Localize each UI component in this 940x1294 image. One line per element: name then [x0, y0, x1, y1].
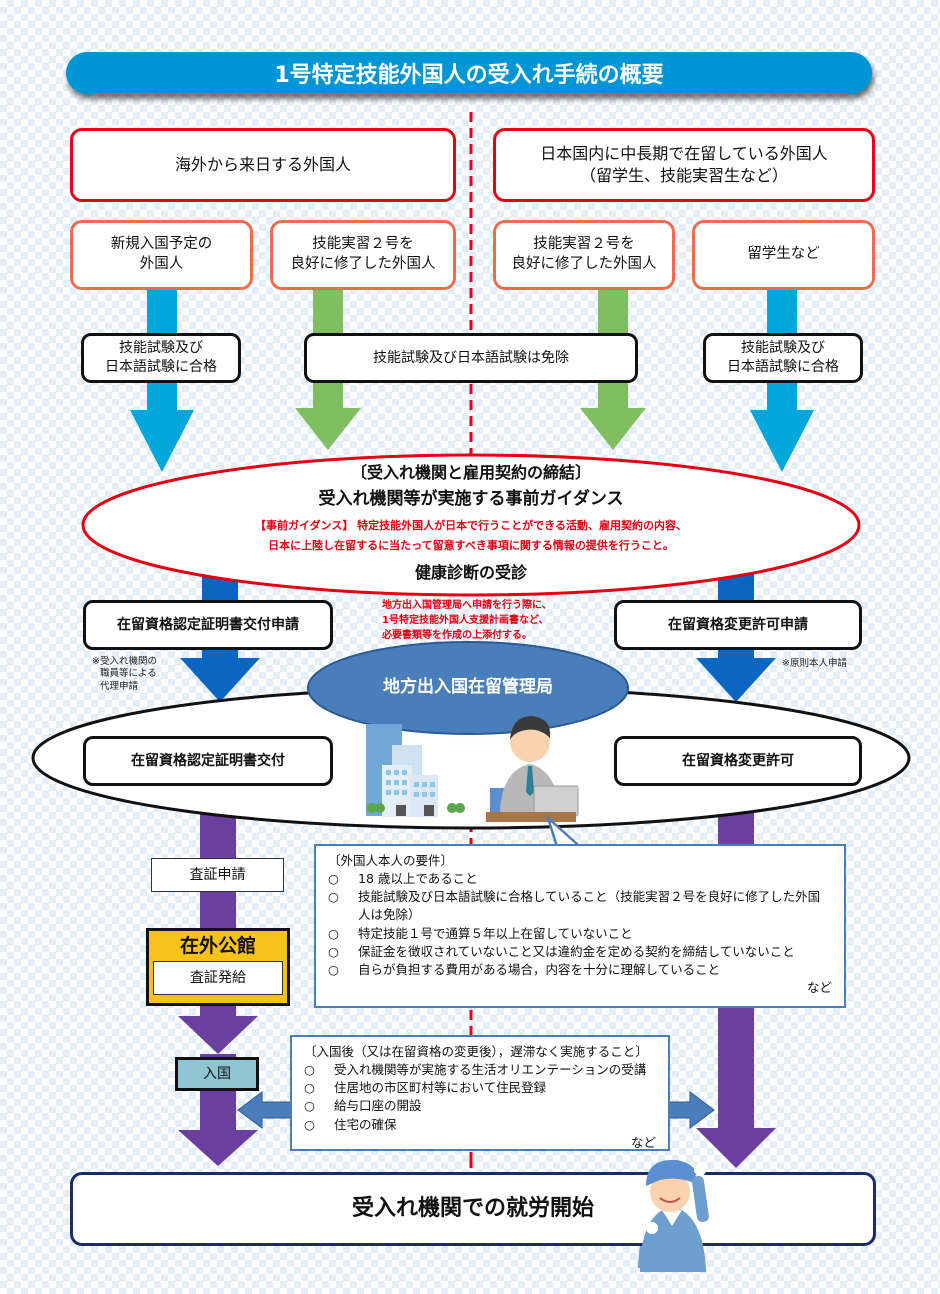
circle-bullet-icon: ○ [328, 871, 339, 887]
circle-bullet-icon: ○ [304, 1062, 315, 1078]
page-title: 1号特定技能外国人の受入れ手続の概要 [66, 52, 872, 94]
after-entry-list: ○ 受入れ機関等が実施する生活オリエンテーションの受講 ○ 住居地の市区町村等において… [304, 1061, 656, 1134]
employment-start-label: 受入れ機関での就労開始 [351, 1196, 594, 1222]
exam-exempt: 技能試験及び日本語試験は免除 [304, 333, 638, 383]
exam-pass-left: 技能試験及び 日本語試験に合格 [81, 333, 241, 383]
exam-line1: 技能試験及び [741, 340, 825, 357]
list-item-text: 18 歳以上であること [358, 871, 478, 887]
category-line1: 技能実習２号を [533, 236, 635, 253]
bureau-name-ellipse [307, 641, 629, 735]
category-students: 留学生など [692, 220, 875, 290]
note-line: 代理申請 [100, 680, 139, 692]
entry-label: 入国 [203, 1065, 231, 1082]
change-permitted-label: 在留資格変更許可 [682, 752, 794, 769]
category-line2: 良好に修了した外国人 [290, 256, 436, 272]
after-entry-etc: など [630, 1134, 656, 1150]
category-line2: 外国人 [139, 256, 184, 272]
category-new-entry: 新規入国予定の 外国人 [70, 220, 253, 290]
header-domestic: 日本国内に中長期で在留している外国人 （留学生、技能実習生など） [493, 128, 875, 202]
list-item-text: 技能試験及び日本語試験に合格していること（技能実習２号を良好に修了した外国人は免… [358, 889, 821, 923]
self-application-note: ※原則本人申請 [782, 658, 847, 669]
circle-bullet-icon: ○ [304, 1098, 315, 1114]
guidance-detail-line1: 【事前ガイダンス】 特定技能外国人が日本で行うことができる活動、雇用契約の内容、 [255, 519, 687, 532]
header-domestic-line2: （留学生、技能実習生など） [579, 166, 788, 185]
circle-bullet-icon: ○ [328, 889, 339, 905]
note-line: ※受入れ機関の [92, 656, 157, 667]
submission-note: 地方出入国管理局へ申請を行う際に、 1号特定技能外国人支援計画書など、 必要書類… [382, 598, 552, 643]
visa-application-label: 査証申請 [189, 866, 246, 883]
coe-issued: 在留資格認定証明書交付 [83, 736, 333, 786]
entry-box: 入国 [175, 1057, 259, 1091]
visa-issuance: 査証発給 [153, 961, 283, 995]
employment-start: 受入れ機関での就労開始 [70, 1172, 876, 1246]
application-change-label: 在留資格変更許可申請 [668, 616, 808, 633]
embassy-box: 在外公館 査証発給 [146, 928, 290, 1006]
exam-pass-right: 技能試験及び 日本語試験に合格 [703, 333, 863, 383]
note-line: 1号特定技能外国人支援計画書など、 [382, 615, 549, 626]
officer-at-desk-icon [486, 716, 579, 822]
bureau-name: 地方出入国在留管理局 [383, 677, 553, 697]
category-line1: 技能実習２号を [312, 236, 414, 253]
note-line: 地方出入国管理局へ申請を行う際に、 [382, 600, 552, 611]
contract-heading: 〔受入れ機関と雇用契約の締結〕 [350, 463, 591, 482]
application-change: 在留資格変更許可申請 [614, 600, 862, 650]
list-item-text: 自らが負担する費用がある場合，内容を十分に理解していること [358, 961, 721, 977]
category-trainee-overseas: 技能実習２号を 良好に修了した外国人 [270, 220, 456, 290]
list-item: ○ 技能試験及び日本語試験に合格していること（技能実習２号を良好に修了した外国人は… [328, 888, 832, 924]
header-domestic-line1: 日本国内に中長期で在留している外国人 [540, 144, 828, 164]
circle-bullet-icon: ○ [328, 943, 339, 959]
guidance-detail-line2: 日本に上陸し在留するに当たって留意すべき事項に関する情報の提供を行うこと。 [268, 539, 674, 552]
requirements-etc: など [806, 979, 832, 995]
visa-application: 査証申請 [151, 858, 284, 892]
coe-issued-label: 在留資格認定証明書交付 [131, 752, 285, 769]
guidance-ellipse [81, 453, 861, 597]
list-item: ○ 住居地の市区町村等において住民登録 [304, 1079, 656, 1097]
note-line: 職員等による [100, 668, 157, 680]
circle-bullet-icon: ○ [328, 925, 339, 941]
guidance-heading: 受入れ機関等が実施する事前ガイダンス [318, 489, 624, 509]
list-item-text: 住宅の確保 [334, 1116, 397, 1132]
list-item-text: 保証金を徴収されていないこと又は違約金を定める契約を締結していないこと [358, 943, 795, 959]
list-item: ○ 給与口座の開設 [304, 1097, 656, 1115]
circle-bullet-icon: ○ [328, 961, 339, 977]
list-item: ○ 受入れ機関等が実施する生活オリエンテーションの受講 [304, 1061, 656, 1079]
health-check: 健康診断の受診 [414, 563, 527, 582]
list-item: ○ 特定技能１号で通算５年以上在留していないこと [328, 925, 832, 943]
application-coe: 在留資格認定証明書交付申請 [83, 600, 333, 650]
category-trainee-domestic: 技能実習２号を 良好に修了した外国人 [493, 220, 675, 290]
after-entry-box: 〔入国後（又は在留資格の変更後），遅滞なく実施すること〕 ○ 受入れ機関等が実施す… [290, 1035, 670, 1151]
exam-line2: 日本語試験に合格 [105, 359, 217, 375]
list-item: ○ 住宅の確保 [304, 1116, 656, 1134]
header-overseas: 海外から来日する外国人 [70, 128, 456, 202]
list-item-text: 住居地の市区町村等において住民登録 [334, 1080, 547, 1096]
list-item: ○ 18 歳以上であること [328, 870, 832, 888]
after-entry-heading: 〔入国後（又は在留資格の変更後），遅滞なく実施すること〕 [304, 1044, 648, 1059]
exam-exempt-label: 技能試験及び日本語試験は免除 [373, 349, 569, 366]
change-permitted: 在留資格変更許可 [614, 736, 862, 786]
visa-issuance-label: 査証発給 [190, 969, 246, 986]
requirements-heading: 〔外国人本人の要件〕 [328, 853, 454, 868]
header-overseas-label: 海外から来日する外国人 [174, 155, 351, 175]
exam-line1: 技能試験及び [119, 340, 203, 357]
requirements-box: 〔外国人本人の要件〕 ○ 18 歳以上であること ○ 技能試験及び日本語試験に合格して… [314, 844, 846, 1008]
list-item: ○ 自らが負担する費用がある場合，内容を十分に理解していること [328, 961, 832, 979]
list-item-text: 特定技能１号で通算５年以上在留していないこと [358, 925, 633, 941]
guidance-block: 〔受入れ機関と雇用契約の締結〕 受入れ機関等が実施する事前ガイダンス 【事前ガイ… [120, 460, 822, 586]
category-line1: 留学生など [747, 246, 820, 263]
requirements-list: ○ 18 歳以上であること ○ 技能試験及び日本語試験に合格していること（技能実習２号… [328, 870, 832, 979]
exam-line2: 日本語試験に合格 [727, 359, 839, 375]
list-item: ○ 保証金を徴収されていないこと又は違約金を定める契約を締結していないこと [328, 943, 832, 961]
category-line2: 良好に修了した外国人 [511, 256, 657, 272]
list-item-text: 受入れ機関等が実施する生活オリエンテーションの受講 [334, 1062, 647, 1078]
office-building-icon [366, 724, 465, 817]
list-item-text: 給与口座の開設 [334, 1098, 422, 1114]
category-line1: 新規入国予定の [110, 236, 213, 253]
note-line: 必要書類等を作成の上添付する。 [382, 630, 532, 641]
proxy-application-note: ※受入れ機関の 職員等による 代理申請 [92, 656, 157, 693]
circle-bullet-icon: ○ [304, 1080, 315, 1096]
circle-bullet-icon: ○ [304, 1116, 315, 1132]
embassy-label: 在外公館 [179, 935, 256, 957]
application-coe-label: 在留資格認定証明書交付申請 [117, 616, 299, 633]
